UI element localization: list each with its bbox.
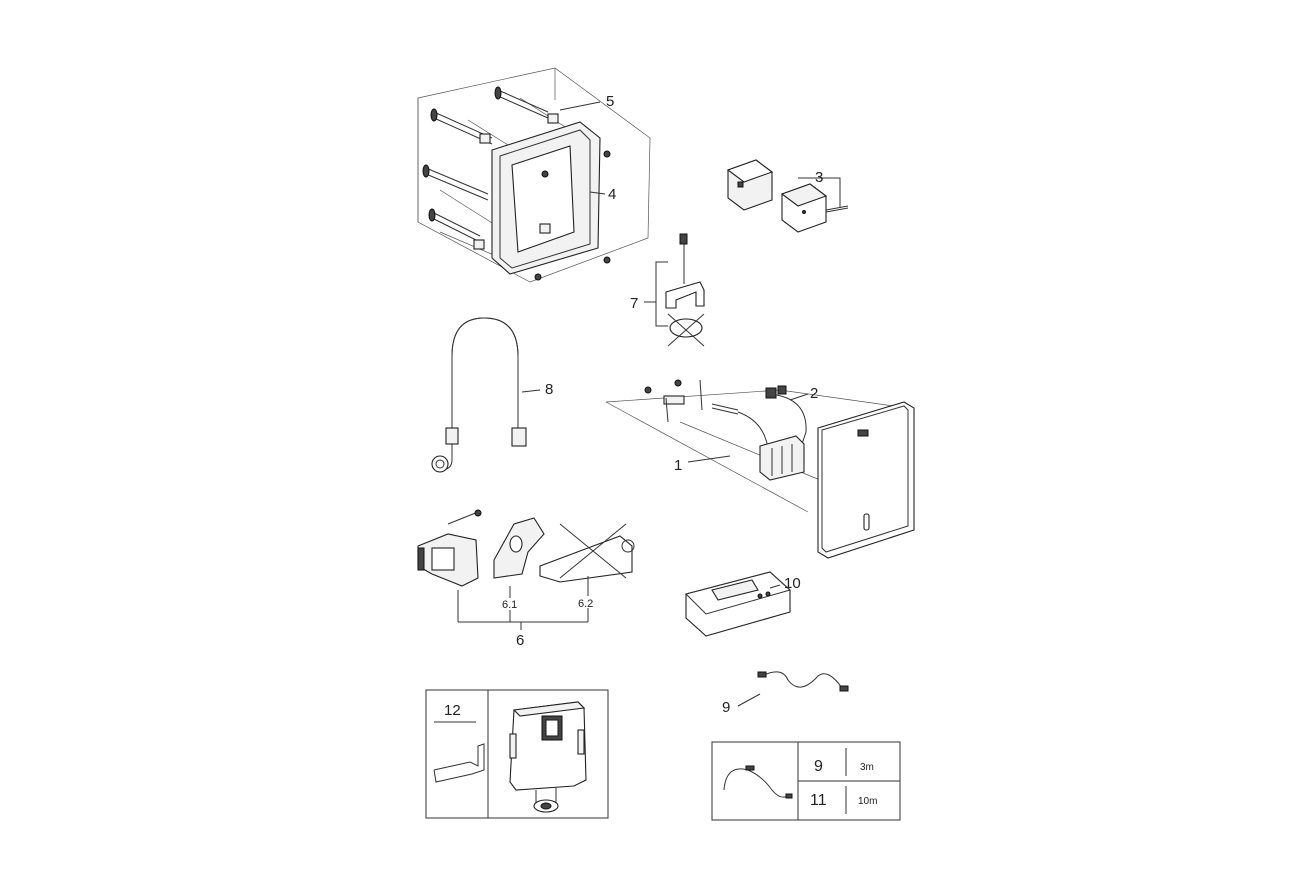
callout-4: 4: [608, 186, 616, 203]
callout-5: 5: [606, 93, 614, 110]
callout-3: 3: [815, 169, 823, 186]
callout-9: 9: [722, 699, 730, 716]
callout-12: 12: [444, 702, 461, 719]
callout-6: 6: [516, 632, 524, 649]
table-length-10m: 10m: [858, 796, 877, 807]
callout-1: 1: [674, 457, 682, 474]
callout-8: 8: [545, 381, 553, 398]
flexible-hose: [431, 317, 541, 473]
table-item-9: 9: [814, 758, 823, 775]
table-item-11: 11: [810, 792, 827, 809]
callout-2: 2: [810, 385, 818, 402]
anchor-bolt: [422, 164, 489, 201]
callout-6-1: 6.1: [502, 599, 517, 611]
anchor-bolt: [428, 208, 481, 243]
callout-7: 7: [630, 295, 638, 312]
cable-length-table: [711, 741, 901, 821]
mounting-parts-set: [417, 509, 635, 630]
item-12-panel: [425, 689, 609, 819]
table-length-3m: 3m: [860, 762, 874, 773]
callout-10: 10: [784, 575, 801, 592]
anchor-bolt: [494, 86, 549, 119]
junction-box-assembly: [726, 159, 849, 233]
extension-cable: [737, 671, 849, 707]
mounting-frame-assembly: [417, 67, 651, 283]
remote-control: [685, 571, 792, 637]
callout-6-2: 6.2: [578, 598, 593, 610]
sensor-bracket-assembly: [644, 233, 705, 347]
cover-plate-assembly: [605, 379, 915, 559]
